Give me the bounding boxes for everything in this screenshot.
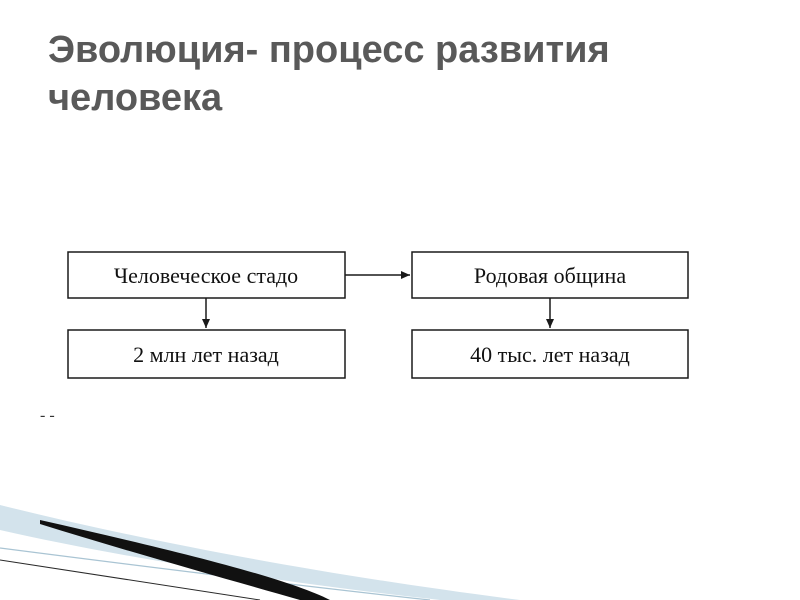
node-human-herd: Человеческое стадо <box>67 251 346 299</box>
node-box <box>67 329 346 379</box>
node-label: 2 млн лет назад <box>133 342 279 367</box>
node-box <box>411 329 689 379</box>
node-label: Родовая община <box>474 263 626 288</box>
node-forty-thousand-years: 40 тыс. лет назад <box>411 329 689 379</box>
node-clan-community: Родовая община <box>411 251 689 299</box>
node-box <box>411 251 689 299</box>
stray-mark: - - <box>40 407 55 424</box>
node-two-million-years: 2 млн лет назад <box>67 329 346 379</box>
slide-title: Эволюция- процесс развития человека <box>48 29 610 119</box>
node-label: 40 тыс. лет назад <box>470 342 630 367</box>
node-label: Человеческое стадо <box>114 263 298 288</box>
